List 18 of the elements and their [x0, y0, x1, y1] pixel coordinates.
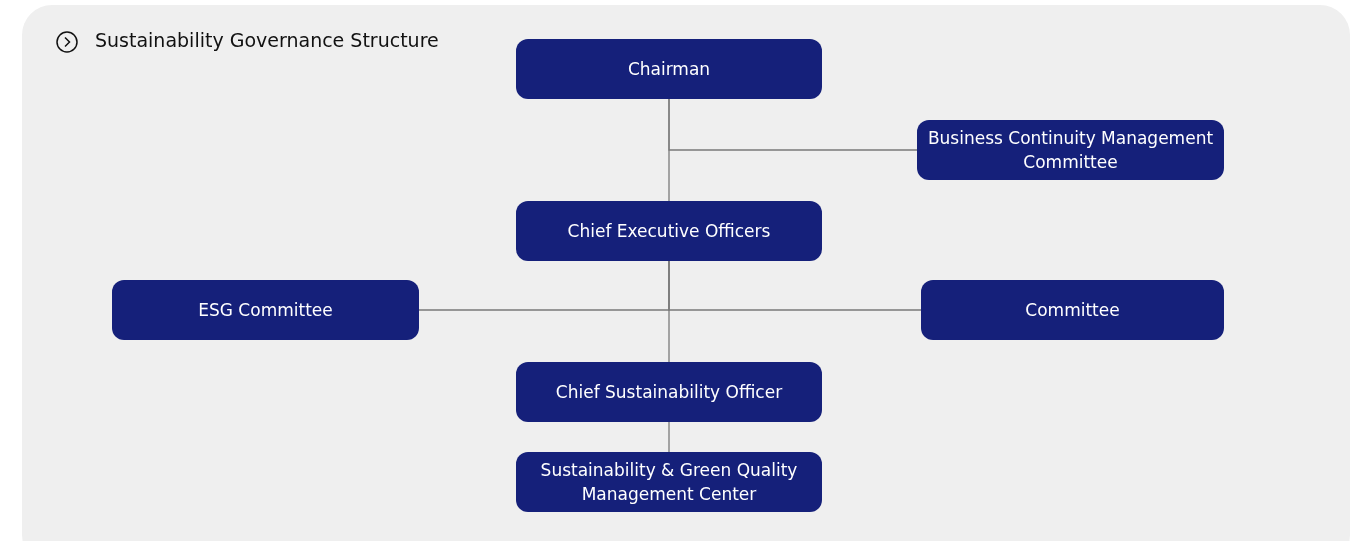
connector-line — [668, 98, 918, 151]
org-box — [516, 452, 822, 512]
box-label: ESG Committee — [198, 299, 333, 322]
diagram-title: Sustainability Governance Structure — [95, 29, 439, 51]
org-box — [516, 362, 822, 422]
org-box — [917, 120, 1224, 180]
box-label: Business Continuity Management Committee — [927, 127, 1214, 174]
box-label: Chief Sustainability Officer — [555, 381, 783, 404]
box-label: Chairman — [627, 58, 711, 81]
box-label: Sustainability & Green Quality Management Center — [539, 459, 799, 506]
box-label: Chief Executive Officers — [567, 220, 771, 243]
org-box — [921, 280, 1224, 340]
org-box — [516, 39, 822, 99]
box-label: Committee — [1025, 299, 1120, 322]
connector-line — [668, 421, 670, 453]
org-box — [112, 280, 419, 340]
org-box — [516, 201, 822, 261]
connector-line — [668, 260, 670, 363]
